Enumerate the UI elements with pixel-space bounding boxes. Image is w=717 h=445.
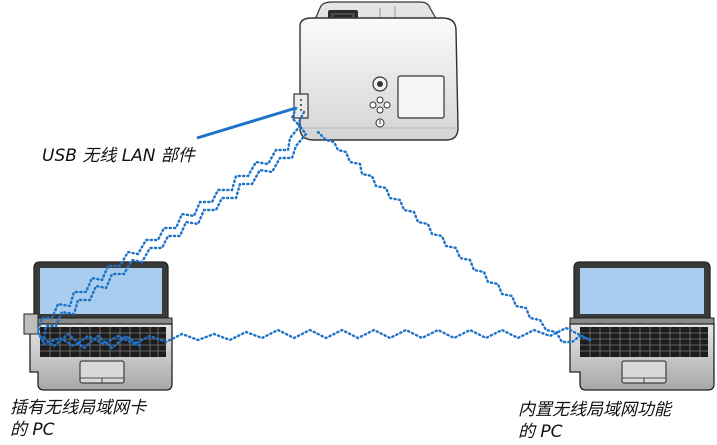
- pc-right-label-line1: 内置无线局域网功能: [518, 400, 671, 420]
- pc-left-label-line1: 插有无线局域网卡: [10, 398, 146, 418]
- pc-right-label-line2: 的 PC: [518, 422, 563, 442]
- pc-left-label-line2: 的 PC: [10, 420, 55, 440]
- wireless-link-bottom-left-cluster: [38, 332, 142, 350]
- usb-unit-label: USB 无线 LAN 部件: [42, 146, 195, 166]
- pc-left-label: 插有无线局域网卡 的 PC: [10, 397, 146, 441]
- pc-right-label: 内置无线局域网功能 的 PC: [518, 399, 671, 443]
- projector-icon: [293, 1, 459, 141]
- wireless-link-left-echo: [42, 110, 308, 342]
- laptop-right-icon: [569, 261, 715, 391]
- wireless-link-left: [36, 106, 302, 346]
- callout-line: [196, 106, 297, 140]
- wireless-link-bottom: [42, 326, 592, 348]
- wireless-link-right: [316, 130, 592, 344]
